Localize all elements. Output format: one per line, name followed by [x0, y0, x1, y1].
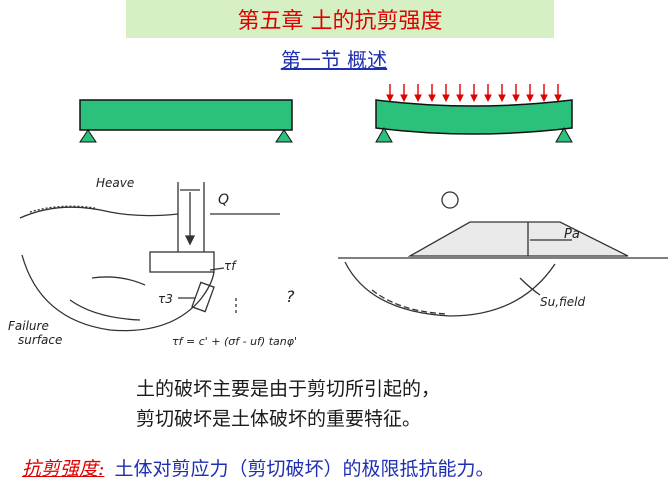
- slip-circle: [344, 261, 556, 317]
- load-arrow-head: [386, 94, 394, 103]
- chapter-title: 第五章 土的抗剪强度: [237, 9, 443, 34]
- bent-beam: [375, 99, 573, 135]
- load-arrow-head: [498, 94, 506, 103]
- definition: 抗剪强度: 土体对剪应力（剪切破坏）的极限抵抗能力。: [22, 454, 668, 481]
- pa-label: Pa: [564, 227, 580, 242]
- tauf-arrow: [209, 267, 225, 271]
- tauf-label: τf: [224, 259, 237, 273]
- heave-ground: [19, 206, 179, 219]
- failure-surface-curve: [21, 254, 215, 332]
- definition-term: 抗剪强度:: [22, 458, 105, 480]
- footing: [149, 251, 215, 273]
- rotation-circle: [441, 191, 459, 209]
- left-support-1: [79, 129, 97, 143]
- shear-equation: τf = c' + (σf - uf) tanφ': [172, 335, 297, 348]
- left-support-2: [275, 129, 293, 143]
- slip-arrow-right: [371, 289, 449, 315]
- pile-shaft: [177, 182, 205, 252]
- field-pointer: [519, 277, 541, 296]
- diagram-canvas: Heave Q τf τ3 Failure surface τf = c' + …: [8, 84, 668, 348]
- load-arrow-head: [400, 94, 408, 103]
- section-title: 第一节 概述: [280, 48, 388, 72]
- question-mark: ?: [286, 287, 295, 306]
- body-line-1: 土的破坏主要是由于剪切所引起的，: [136, 378, 441, 400]
- load-arrow-head: [456, 94, 464, 103]
- heave-label: Heave: [96, 176, 134, 190]
- load-arrow-head: [484, 94, 492, 103]
- load-arrow-head: [512, 94, 520, 103]
- load-arrow-head: [470, 94, 478, 103]
- slip-arrow: [69, 299, 141, 321]
- foundation-failure-sketch: [19, 182, 280, 332]
- body-line-2: 剪切破坏是土体破坏的重要特征。: [136, 408, 422, 430]
- load-arrow-head: [428, 94, 436, 103]
- embankment-failure-sketch: [338, 191, 668, 317]
- right-support-2: [555, 126, 573, 143]
- load-arrow-head: [414, 94, 422, 103]
- tau3-label: τ3: [158, 292, 173, 306]
- load-label-left: Q: [218, 192, 229, 208]
- straight-beam: [79, 99, 293, 131]
- failure-label-line1: Failure: [8, 319, 49, 333]
- load-arrow-head: [442, 94, 450, 103]
- heave-arrow: [91, 276, 146, 286]
- chapter-title-banner: 第五章 土的抗剪强度: [126, 0, 554, 38]
- load-arrow-head: [540, 94, 548, 103]
- load-arrows: [386, 84, 562, 103]
- soil-element: [191, 281, 215, 313]
- definition-content: 土体对剪应力（剪切破坏）的极限抵抗能力。: [114, 458, 495, 480]
- load-arrow-head: [554, 94, 562, 103]
- right-support-1: [375, 126, 393, 143]
- heave-shading: [29, 205, 96, 213]
- load-arrow-head: [526, 94, 534, 103]
- failure-label-line2: surface: [18, 333, 62, 347]
- su-field-label: Su,field: [540, 295, 586, 309]
- embankment: [407, 221, 629, 257]
- load-arrowhead: [184, 235, 196, 246]
